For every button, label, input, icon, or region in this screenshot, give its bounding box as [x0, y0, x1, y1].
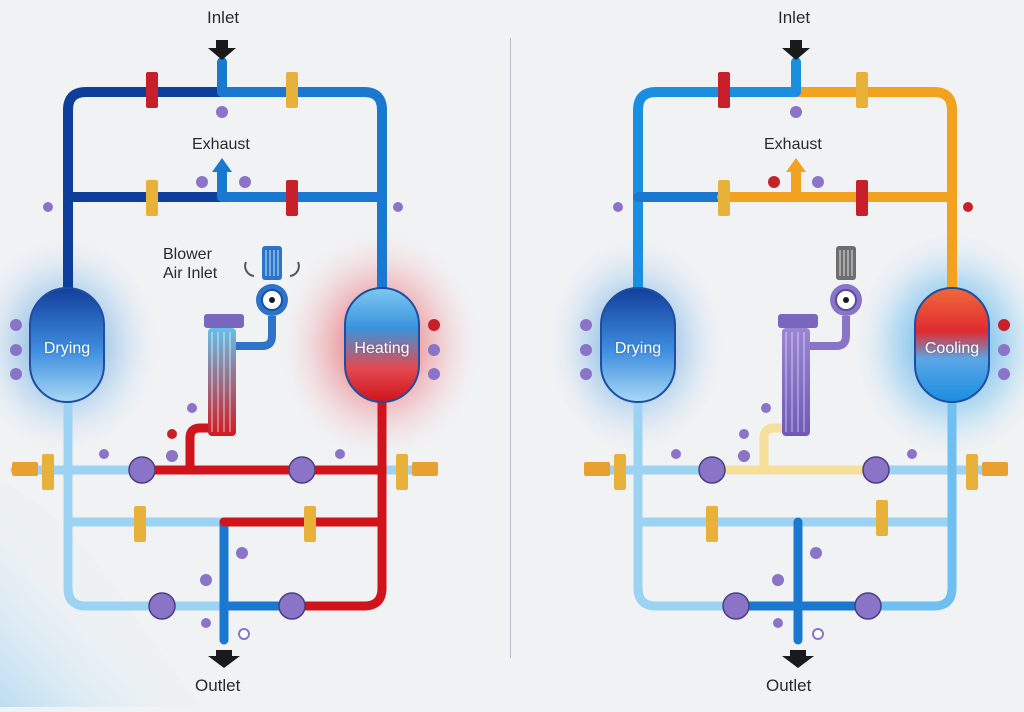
check-valves-left	[128, 456, 316, 620]
exhaust-label-left: Exhaust	[192, 136, 250, 153]
exhaust-label-right: Exhaust	[764, 136, 822, 153]
heat-exchanger-right	[778, 314, 818, 436]
outlet-label-left: Outlet	[195, 676, 241, 695]
check-valves-right	[698, 456, 890, 620]
right-bottom-pipes	[585, 390, 1005, 645]
inlet-arrow-right	[782, 40, 810, 60]
heat-exchanger-left	[204, 314, 244, 436]
drying-vessel-left	[29, 287, 105, 403]
cooling-label: Cooling	[924, 340, 980, 357]
inlet-label-right: Inlet	[778, 8, 811, 27]
blower-left	[236, 246, 300, 350]
rotate-right-icon	[289, 261, 300, 277]
blower-right	[810, 246, 862, 350]
heating-vessel	[344, 287, 420, 403]
top-loop-pipe	[63, 57, 387, 305]
switching-valves-left	[12, 72, 438, 542]
blower-label-line1: Blower	[163, 246, 212, 263]
outlet-label-right: Outlet	[766, 676, 812, 695]
heating-label: Heating	[354, 340, 410, 357]
exhaust-arrow-right	[786, 158, 806, 172]
hot-pipe	[137, 390, 387, 611]
inlet-arrow	[208, 40, 236, 60]
outlet-arrow-left	[208, 650, 240, 668]
outlet-arrow-right	[782, 650, 814, 668]
inlet-label-left: Inlet	[207, 8, 240, 27]
gauges-left	[10, 106, 440, 640]
panel-divider	[510, 38, 511, 658]
left-panel	[0, 40, 480, 668]
background-swoosh	[0, 480, 200, 707]
exhaust-arrow	[212, 158, 232, 172]
gauges-right	[580, 106, 1010, 640]
drying-label-right: Drying	[614, 340, 662, 357]
rotate-left-icon	[244, 261, 255, 277]
switching-valves-right	[584, 72, 1008, 542]
cooling-vessel	[914, 287, 990, 403]
right-panel	[546, 40, 1024, 668]
right-top-pipes	[633, 57, 957, 305]
blower-label-line2: Air Inlet	[163, 265, 218, 282]
drying-vessel-right	[600, 287, 676, 403]
drying-label-left: Drying	[43, 340, 91, 357]
